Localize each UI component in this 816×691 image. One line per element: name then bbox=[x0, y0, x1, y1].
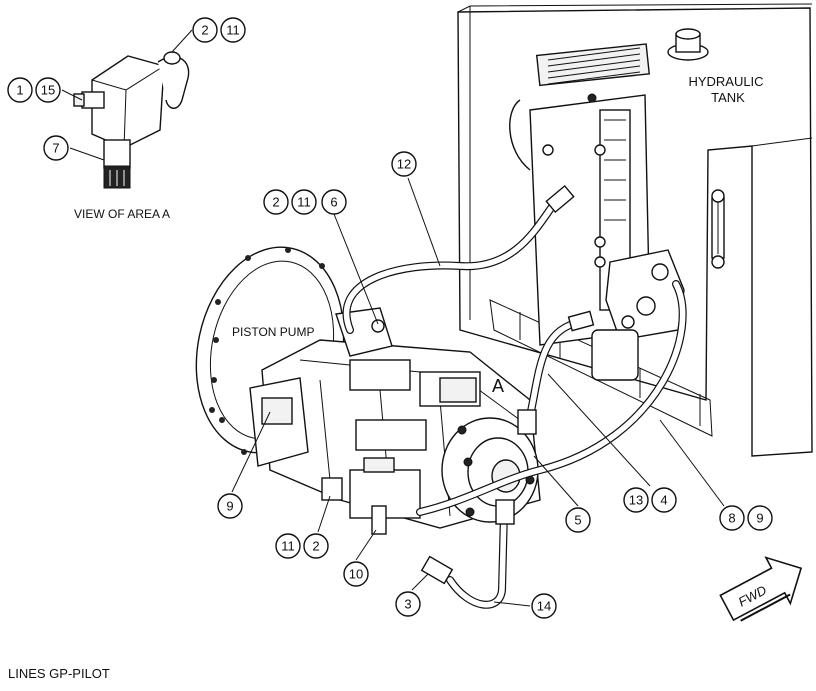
piston-pump-label: PISTON PUMP bbox=[232, 325, 314, 339]
callout-bubble: 13 bbox=[623, 487, 649, 513]
svg-text:1: 1 bbox=[16, 83, 23, 98]
svg-text:11: 11 bbox=[281, 539, 295, 554]
svg-text:3: 3 bbox=[404, 597, 411, 612]
callout-bubble: 9 bbox=[217, 493, 243, 519]
hydraulic-tank-label-line1: HYDRAULIC bbox=[688, 74, 763, 89]
callout-bubble: 12 bbox=[391, 151, 417, 177]
callout-bubble: 3 bbox=[395, 591, 421, 617]
svg-text:8: 8 bbox=[728, 511, 735, 526]
callout-bubble: 4 bbox=[651, 487, 677, 513]
callout-bubble: 14 bbox=[531, 593, 557, 619]
callout-bubble: 2 bbox=[303, 533, 329, 559]
svg-text:11: 11 bbox=[226, 23, 240, 38]
svg-text:5: 5 bbox=[574, 513, 581, 528]
svg-text:2: 2 bbox=[272, 195, 279, 210]
area-a-marker: A bbox=[492, 376, 504, 396]
hoses bbox=[342, 184, 687, 609]
svg-text:14: 14 bbox=[537, 599, 551, 614]
svg-text:10: 10 bbox=[349, 567, 363, 582]
svg-text:4: 4 bbox=[660, 493, 667, 508]
hydraulic-tank-label-line2: TANK bbox=[711, 90, 745, 105]
svg-text:12: 12 bbox=[397, 157, 411, 172]
svg-text:2: 2 bbox=[312, 539, 319, 554]
diagram-caption: LINES GP-PILOT bbox=[8, 666, 110, 681]
callout-bubble: 10 bbox=[343, 561, 369, 587]
callout-bubble: 1 bbox=[7, 77, 33, 103]
svg-text:2: 2 bbox=[201, 23, 208, 38]
callout-bubble: 6 bbox=[321, 189, 347, 215]
valve-block bbox=[591, 249, 685, 381]
svg-text:13: 13 bbox=[629, 493, 643, 508]
callout-bubble: 11 bbox=[291, 189, 317, 215]
area-a-detail bbox=[73, 51, 190, 189]
callout-bubble: 8 bbox=[719, 505, 745, 531]
callout-bubble: 15 bbox=[35, 77, 61, 103]
callout-bubble: 11 bbox=[275, 533, 301, 559]
forward-arrow: FWD bbox=[719, 556, 803, 622]
filler-cap bbox=[667, 28, 709, 61]
callout-bubble: 2 bbox=[192, 17, 218, 43]
leader-lines bbox=[61, 29, 725, 607]
callout-bubble: 11 bbox=[220, 17, 246, 43]
callout-bubble: 5 bbox=[565, 507, 591, 533]
svg-text:9: 9 bbox=[226, 499, 233, 514]
view-of-area-label: VIEW OF AREA A bbox=[74, 207, 170, 221]
callout-bubble: 9 bbox=[747, 505, 773, 531]
svg-text:11: 11 bbox=[297, 195, 311, 210]
callout-bubble: 2 bbox=[263, 189, 289, 215]
svg-text:9: 9 bbox=[756, 511, 763, 526]
svg-text:7: 7 bbox=[52, 141, 59, 156]
svg-text:6: 6 bbox=[330, 195, 337, 210]
svg-text:15: 15 bbox=[41, 83, 55, 98]
callout-bubble: 7 bbox=[43, 135, 69, 161]
sight-gauge bbox=[711, 189, 725, 269]
callouts: 2 11 1 15 7 12 2 11 6 9 13 4 5 8 9 11 2 … bbox=[7, 17, 773, 619]
